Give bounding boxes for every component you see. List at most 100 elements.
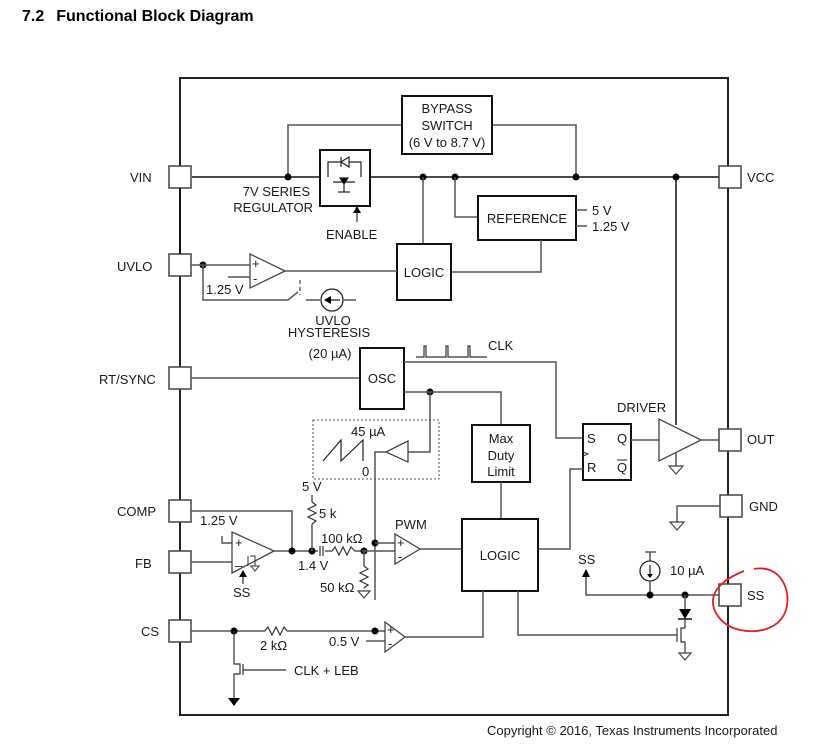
bypass-label-3: (6 V to 8.7 V) bbox=[409, 135, 486, 150]
ref-to-logic-wire bbox=[451, 240, 542, 273]
ff-s-label: S bbox=[587, 431, 596, 446]
ss-arrow-label: SS bbox=[578, 552, 596, 567]
minus-sign: - bbox=[398, 549, 402, 564]
resistor-100k-icon bbox=[325, 545, 362, 557]
uvlo-hyst-label-2: HYSTERESIS bbox=[288, 325, 371, 340]
bypass-switch-block bbox=[401, 95, 493, 155]
junction bbox=[284, 173, 292, 181]
reference-label: REFERENCE bbox=[487, 211, 568, 226]
pin-vin bbox=[168, 165, 192, 189]
pin-uvlo bbox=[168, 253, 192, 277]
logic-to-r-wire bbox=[538, 468, 583, 550]
clock-input-icon bbox=[582, 451, 590, 457]
driver-buffer bbox=[658, 417, 703, 463]
series-regulator-label-1: 7V SERIES bbox=[243, 184, 311, 199]
osc-to-ramp-wire bbox=[408, 392, 431, 453]
minus-sign: – bbox=[235, 558, 243, 573]
bypass-label-2: SWITCH bbox=[421, 118, 472, 133]
ff-q-label: Q bbox=[617, 431, 627, 446]
bypass-label-1: BYPASS bbox=[421, 101, 472, 116]
pin-cs bbox=[168, 619, 192, 643]
ground-icon bbox=[668, 521, 686, 531]
five-k-label: 5 k bbox=[319, 506, 337, 521]
pin-label-gnd: GND bbox=[749, 499, 778, 514]
pin-label-vin: VIN bbox=[130, 170, 152, 185]
ref-125v-label: 1.25 V bbox=[592, 219, 630, 234]
max-duty-label-2: Duty bbox=[488, 448, 515, 463]
bypass-wire-left bbox=[287, 124, 402, 177]
max-duty-label-3: Limit bbox=[487, 464, 515, 479]
clk-waveform-icon bbox=[416, 345, 487, 358]
uvlo-hyst-wire bbox=[202, 265, 299, 301]
uvlo-hyst-label-1: UVLO bbox=[315, 313, 350, 328]
clk-leb-label: CLK + LEB bbox=[294, 663, 359, 678]
bypass-wire-right bbox=[492, 124, 577, 177]
section-number: 7.2 bbox=[22, 8, 45, 25]
logic-top-block bbox=[396, 243, 452, 301]
section-heading: 7.2 Functional Block Diagram bbox=[22, 8, 254, 26]
reference-block bbox=[477, 195, 577, 241]
ramp-buffer bbox=[384, 440, 409, 463]
resistor-5k-icon bbox=[306, 501, 318, 525]
osc-to-maxduty-wire bbox=[404, 391, 502, 425]
ss-wire bbox=[585, 577, 720, 596]
uvlo-hyst-label-3: (20 µA) bbox=[309, 346, 352, 361]
leb-mosfet-icon bbox=[233, 631, 286, 698]
logic-main-block bbox=[461, 518, 539, 592]
current-source-arrow-icon bbox=[324, 296, 331, 304]
logic-top-label: LOGIC bbox=[404, 265, 444, 280]
plus-sign: + bbox=[387, 622, 395, 637]
plus-sign: + bbox=[397, 535, 405, 550]
r50k-label: 50 kΩ bbox=[320, 580, 355, 595]
pin-vcc bbox=[718, 165, 742, 189]
section-title: Functional Block Diagram bbox=[56, 8, 254, 25]
pin-label-uvlo: UVLO bbox=[117, 259, 152, 274]
plus-sign: + bbox=[235, 535, 243, 550]
max-duty-label-1: Max bbox=[489, 431, 514, 446]
junction bbox=[288, 547, 296, 555]
pwm-comparator bbox=[394, 532, 422, 566]
pin-gnd bbox=[719, 494, 743, 518]
ff-r-label: R bbox=[587, 460, 596, 475]
ss-discharge-mosfet-icon bbox=[676, 619, 686, 653]
pin-label-vcc: VCC bbox=[747, 170, 774, 185]
uvlo-comparator bbox=[249, 252, 287, 290]
pin-label-comp: COMP bbox=[117, 504, 156, 519]
junction bbox=[646, 591, 654, 599]
pin-out bbox=[718, 428, 742, 452]
ea-clamp-icon bbox=[247, 555, 261, 572]
ramp-generator-box bbox=[312, 419, 440, 480]
ramp-max-label: 45 µA bbox=[351, 424, 386, 439]
mosfet-icon bbox=[327, 155, 362, 193]
copyright-notice: Copyright © 2016, Texas Instruments Inco… bbox=[487, 723, 778, 738]
pin-fb bbox=[168, 550, 192, 574]
annotation-circle bbox=[712, 567, 789, 632]
r100k-label: 100 kΩ bbox=[321, 531, 363, 546]
diode-icon bbox=[679, 609, 691, 619]
comp-wire bbox=[191, 510, 293, 551]
enable-label: ENABLE bbox=[326, 227, 378, 242]
current-limit-comparator bbox=[384, 620, 407, 654]
ground-icon bbox=[667, 465, 685, 475]
current-source-arrow-icon bbox=[647, 574, 653, 578]
logic-main-label: LOGIC bbox=[480, 548, 520, 563]
resistor-50k-icon bbox=[358, 565, 370, 589]
error-amplifier bbox=[231, 530, 276, 575]
pin-label-rt-sync: RT/SYNC bbox=[99, 372, 156, 387]
minus-sign: - bbox=[388, 636, 392, 651]
clk-to-s-wire bbox=[404, 361, 586, 439]
ground-icon bbox=[677, 652, 693, 661]
ff-qbar-label: Q bbox=[617, 460, 627, 475]
pin-label-out: OUT bbox=[747, 432, 775, 447]
pin-label-fb: FB bbox=[135, 556, 152, 571]
uvlo-ref-label: 1.25 V bbox=[206, 282, 244, 297]
plus-sign: + bbox=[252, 256, 260, 271]
ground-arrow-icon bbox=[228, 698, 240, 706]
reference-supply-wire bbox=[454, 177, 478, 218]
cs-comp-to-logic-wire bbox=[405, 591, 484, 638]
osc-block bbox=[359, 347, 405, 410]
ea-ref-wire bbox=[221, 536, 232, 544]
pin-label-cs: CS bbox=[141, 624, 159, 639]
driver-label: DRIVER bbox=[617, 400, 666, 415]
